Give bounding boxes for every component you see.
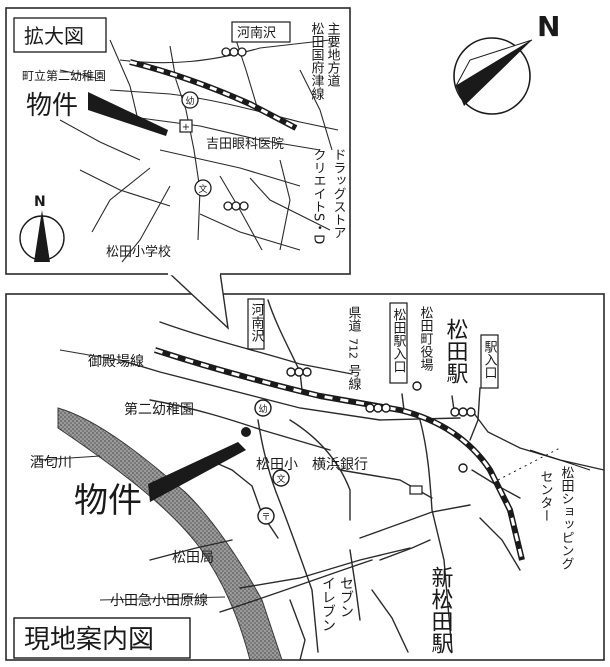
north-arrow-icon (34, 210, 50, 262)
svg-text:+: + (182, 122, 190, 133)
matsuda-station-label: 松田駅 (443, 318, 469, 384)
matsuda-entrance-label: 松田駅入口 (391, 308, 407, 373)
main-map-frame (5, 293, 605, 661)
inset-route-prefix: 主要地方道 (325, 22, 341, 87)
seven-eleven-label-2: イレブン (320, 576, 336, 632)
shopping-center-label-1: 松田ショッピング (559, 466, 575, 570)
main-roads (39, 299, 605, 661)
school-symbol: 文 (272, 469, 290, 487)
inset-markers: 幼 文 + (88, 47, 249, 211)
bank-label: 横浜銀行 (312, 457, 368, 473)
inset-drugstore-label-2: クリエイトS・D (311, 148, 326, 244)
property-pointer (148, 442, 246, 502)
property-dot (241, 427, 251, 437)
kindergarten-symbol: 幼 (254, 399, 272, 417)
river-shape (57, 407, 283, 661)
inset-kindergarten-label: 町立第二幼稚園 (22, 68, 106, 83)
inset-kindergarten-symbol: 幼 (181, 91, 199, 109)
post-office-label: 松田局 (172, 550, 214, 566)
main-map-title: 現地案内図 (24, 625, 154, 655)
seven-eleven-label-1: セブン (338, 576, 354, 618)
inset-compass: N (19, 194, 65, 262)
town-hall-marker (412, 381, 422, 391)
inset-hospital-symbol: + (179, 119, 193, 133)
gotemba-line-label: 御殿場線 (88, 354, 144, 370)
main-property-label: 物件 (74, 481, 142, 521)
compass-n-label: N (537, 10, 560, 43)
bank-marker (409, 485, 423, 495)
compass-needle-icon (456, 40, 532, 106)
svg-text:幼: 幼 (258, 403, 267, 415)
inset-route-label: 松田国府津線 (309, 22, 325, 100)
main-map: 幼 文 〒 河南沢 御殿場線 県道 712 号線 松田駅入口 松田町役場 松田駅 (5, 293, 605, 661)
inset-property-pointer (88, 92, 168, 136)
station-entrance-label: 駅入口 (482, 340, 498, 379)
prefectural-road-3: 号線 (346, 364, 362, 390)
odakyu-line-label: 小田急小田原線 (110, 593, 208, 609)
inset-property-label: 物件 (26, 91, 78, 121)
compass-large: N (453, 10, 560, 115)
main-station-sign: 河南沢 (249, 303, 265, 342)
kindergarten-label: 第二幼稚園 (124, 401, 194, 418)
svg-text:文: 文 (198, 183, 207, 195)
inset-title: 拡大図 (24, 24, 84, 48)
shin-matsuda-label: 新松田駅 (428, 566, 454, 654)
prefectural-road-1: 県道 (346, 306, 362, 332)
river-label: 酒匂川 (30, 455, 72, 471)
shopping-center-label-2: センター (538, 470, 554, 522)
post-office-symbol: 〒 (257, 507, 275, 525)
svg-text:〒: 〒 (261, 513, 270, 523)
inset-roads (59, 39, 339, 263)
inset-school-symbol: 文 (194, 179, 212, 197)
svg-text:幼: 幼 (185, 95, 194, 107)
main-labels: 河南沢 御殿場線 県道 712 号線 松田駅入口 松田町役場 松田駅 駅入口 第… (13, 298, 575, 659)
inset-drugstore-label-1: ドラッグストア (331, 148, 347, 239)
svg-text:文: 文 (276, 473, 285, 485)
inset-clinic-label: 吉田眼科医院 (206, 137, 284, 152)
inset-compass-n: N (34, 194, 46, 210)
town-hall-label: 松田町役場 (418, 306, 434, 371)
prefectural-road-2: 712 (347, 338, 360, 359)
inset-school-label: 松田小学校 (106, 244, 171, 260)
shopping-center-marker (458, 463, 468, 473)
school-label: 松田小 (256, 457, 298, 473)
main-railways (154, 347, 591, 561)
inset-station-label: 河南沢 (237, 25, 276, 41)
inset-labels: 拡大図 河南沢 町立第二幼稚園 物件 吉田眼科医院 松田小学校 松田国府津線 主… (13, 17, 347, 260)
main-station-markers: 幼 文 〒 (148, 367, 476, 525)
inset-map: 幼 文 + 拡大図 河南沢 町立第二幼稚園 物件 吉田眼科医院 松田小学校 松田… (5, 7, 351, 330)
